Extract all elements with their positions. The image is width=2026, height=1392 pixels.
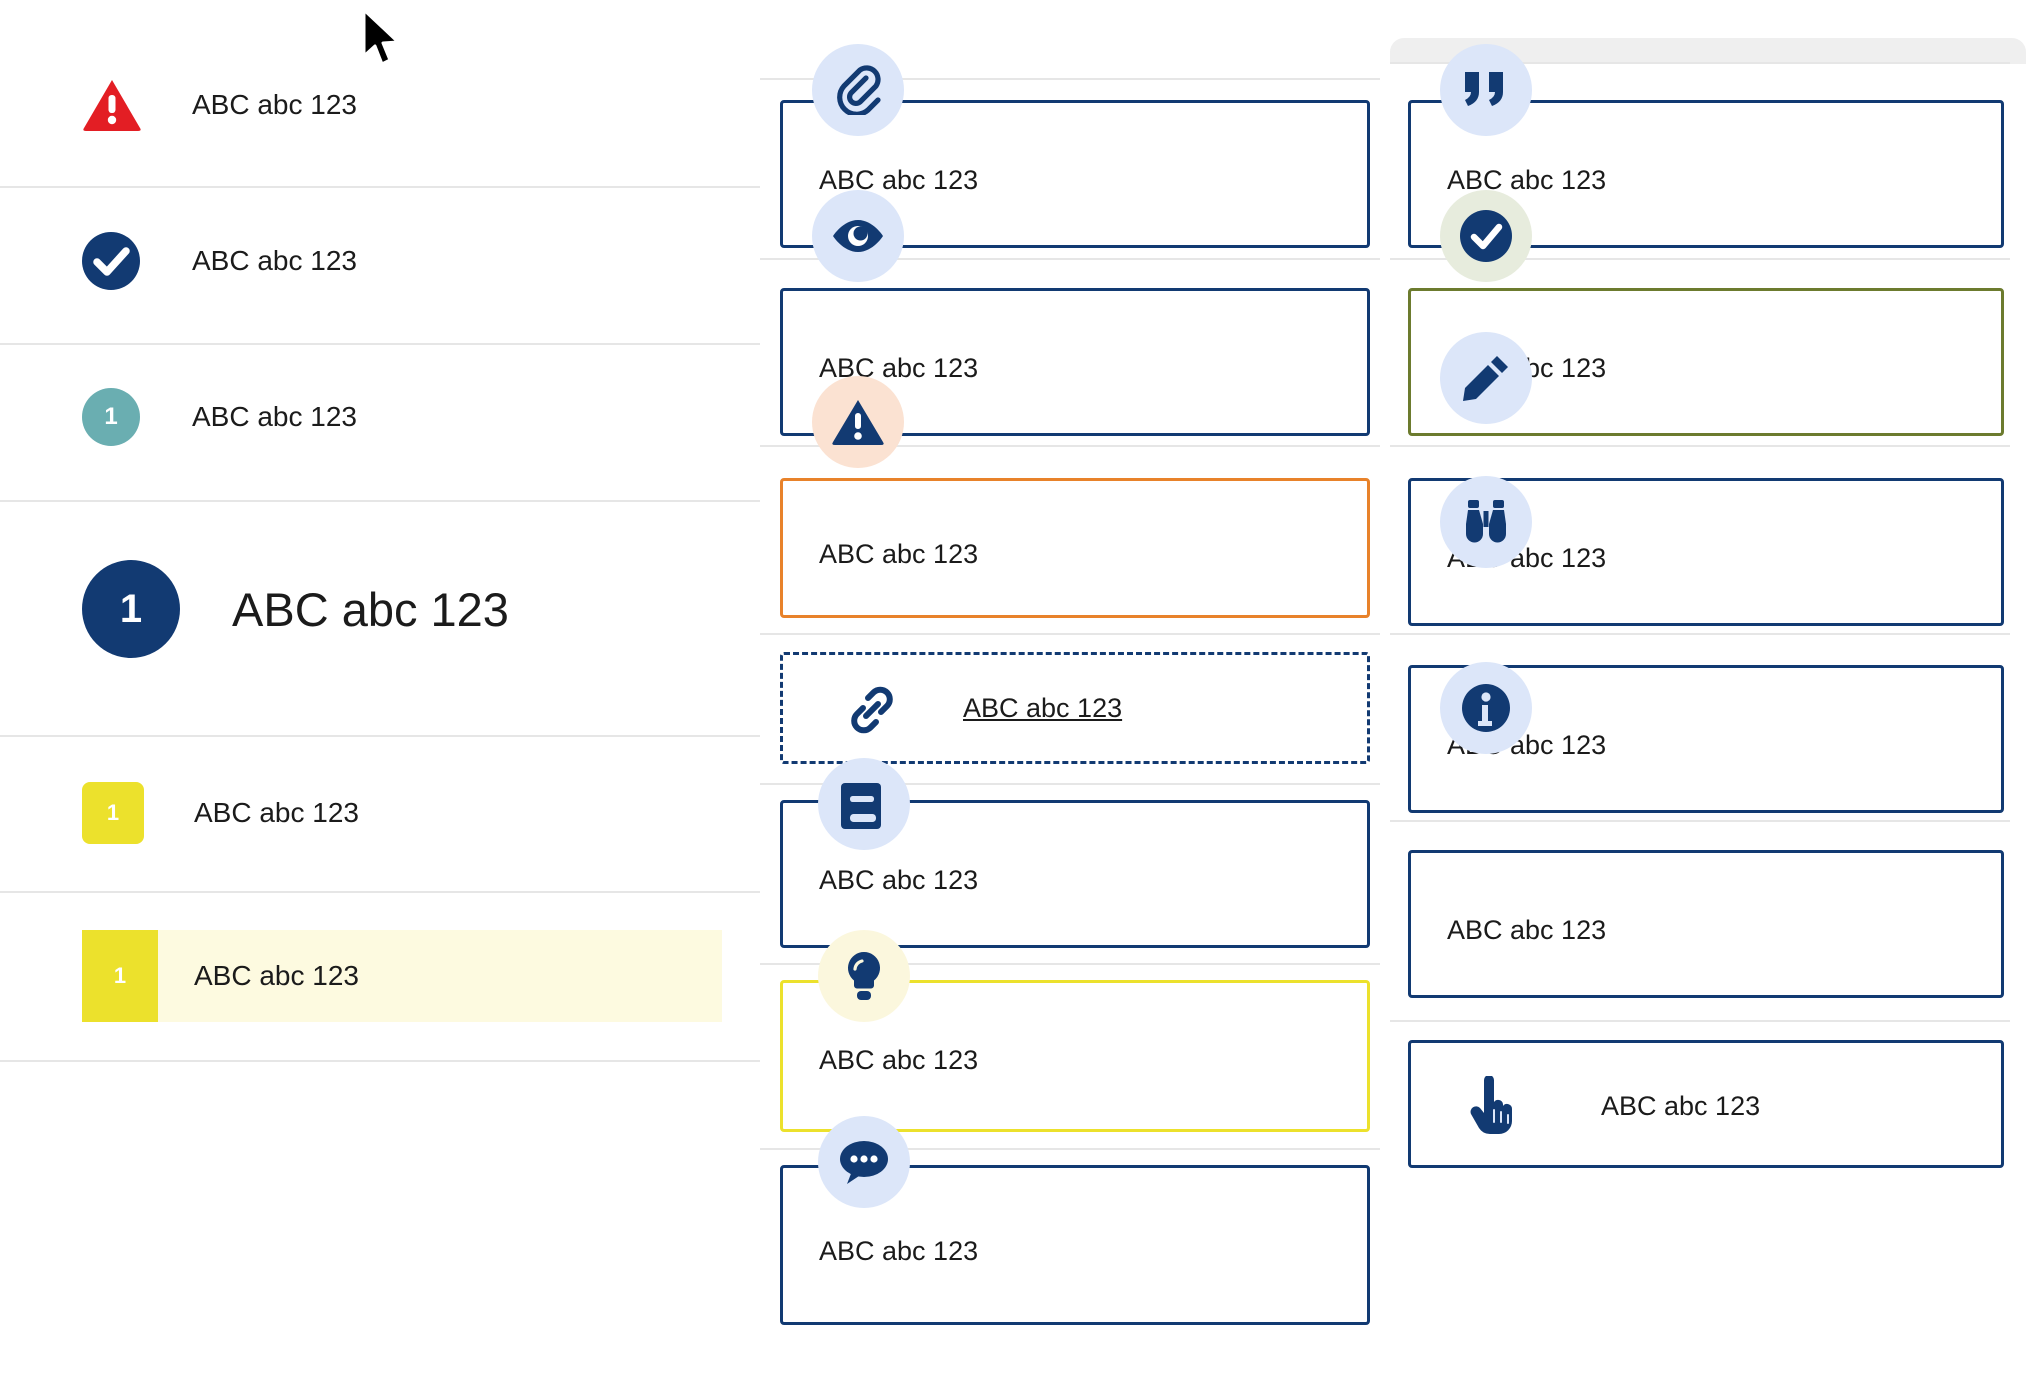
divider: [760, 783, 1380, 785]
divider: [1390, 1020, 2010, 1022]
divider: [760, 258, 1380, 260]
left-item-label: ABC abc 123: [192, 245, 357, 276]
divider: [760, 445, 1380, 447]
divider: [1390, 633, 2010, 635]
quote-icon: [1440, 44, 1532, 136]
left-item-label: ABC abc 123: [232, 582, 509, 636]
divider: [760, 963, 1380, 965]
link-card[interactable]: ABC abc 123: [780, 652, 1370, 764]
divider: [0, 186, 760, 188]
divider: [760, 633, 1380, 635]
number-badge-icon: 1: [82, 560, 180, 658]
eye-icon: [812, 190, 904, 282]
number-badge-icon: 1: [82, 930, 158, 1022]
card-label: ABC abc 123: [1447, 165, 1607, 195]
interact-card[interactable]: ABC abc 123: [1408, 1040, 2004, 1168]
left-item-label: ABC abc 123: [192, 89, 357, 120]
left-item-label: ABC abc 123: [194, 960, 359, 991]
card-label: ABC abc 123: [819, 1236, 979, 1266]
left-item-counter-highlight[interactable]: 1 ABC abc 123: [82, 930, 722, 1022]
left-item-label: ABC abc 123: [192, 401, 357, 432]
paperclip-icon: [812, 44, 904, 136]
warning-triangle-icon: [82, 78, 142, 132]
warning-card[interactable]: ABC abc 123: [780, 478, 1370, 618]
divider: [760, 1148, 1380, 1150]
divider: [0, 343, 760, 345]
divider: [1390, 820, 2010, 822]
card-label: ABC abc 123: [1601, 1091, 1761, 1121]
mouse-cursor-icon: [360, 8, 406, 72]
book-icon: [818, 758, 910, 850]
divider: [0, 735, 760, 737]
warning-triangle-icon: [812, 376, 904, 468]
left-item-status-done[interactable]: ABC abc 123: [82, 232, 357, 290]
check-circle-icon: [82, 232, 140, 290]
divider: [0, 500, 760, 502]
divider: [1390, 62, 2010, 64]
left-item-counter-large[interactable]: 1 ABC abc 123: [82, 560, 509, 658]
card-label: ABC abc 123: [819, 1045, 979, 1075]
card-label: ABC abc 123: [819, 539, 979, 569]
link-chain-icon: [836, 674, 908, 746]
left-item-alert-error[interactable]: ABC abc 123: [82, 78, 357, 132]
number-badge-icon: 1: [82, 388, 140, 446]
pointing-hand-icon: [1452, 1068, 1532, 1142]
left-item-counter-teal[interactable]: 1 ABC abc 123: [82, 388, 357, 446]
check-circle-icon: [1440, 190, 1532, 282]
divider: [760, 78, 1380, 80]
divider: [0, 1060, 760, 1062]
info-card[interactable]: ABC abc 123: [1408, 850, 2004, 998]
left-column: ABC abc 123 ABC abc 123 1 ABC abc 123 1 …: [0, 0, 760, 1392]
left-item-label: ABC abc 123: [194, 797, 359, 828]
number-badge-icon: 1: [82, 782, 144, 844]
left-item-counter-yellow[interactable]: 1 ABC abc 123: [82, 782, 359, 844]
card-label[interactable]: ABC abc 123: [963, 693, 1123, 723]
divider: [0, 891, 760, 893]
pencil-icon: [1440, 332, 1532, 424]
card-label: ABC abc 123: [1447, 915, 1607, 945]
speech-bubble-icon: [818, 1116, 910, 1208]
card-label: ABC abc 123: [819, 165, 979, 195]
divider: [1390, 258, 2010, 260]
binoculars-icon: [1440, 476, 1532, 568]
divider: [1390, 445, 2010, 447]
lightbulb-icon: [818, 930, 910, 1022]
info-circle-icon: [1440, 662, 1532, 754]
card-label: ABC abc 123: [819, 865, 979, 895]
